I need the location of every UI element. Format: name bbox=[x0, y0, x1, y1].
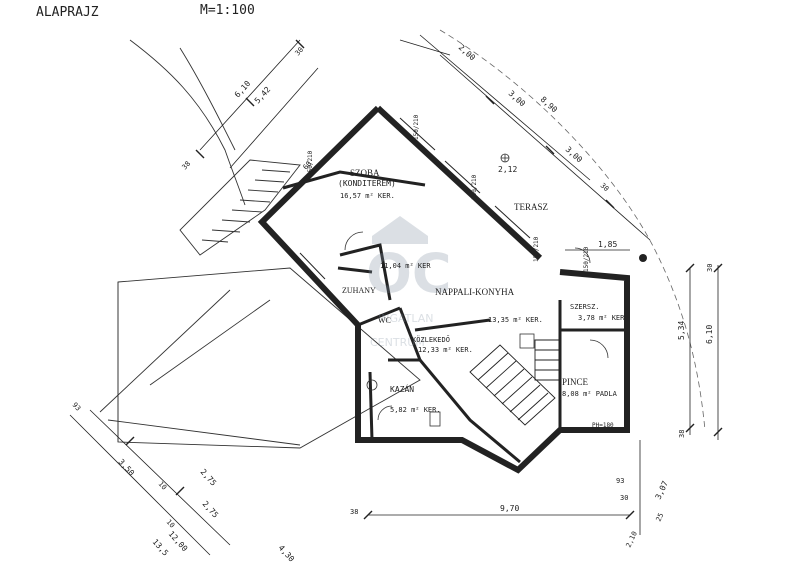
dim-bottom-left-6: 12,00 bbox=[167, 529, 190, 553]
opening-label-5: 150/210 bbox=[583, 246, 590, 272]
dim-right-3: 6,10 bbox=[705, 325, 714, 344]
dim-top-right-2: 3,00 bbox=[507, 89, 527, 109]
dim-top-right-3: 8,90 bbox=[539, 95, 559, 115]
dim-bottom-left-3: 2,75 bbox=[201, 499, 221, 519]
dim-top-left-4: 38 bbox=[181, 160, 193, 172]
room-name-wc: WC bbox=[378, 316, 391, 325]
dim-bottom-left-2: 2,75 bbox=[199, 467, 219, 487]
dim-top-right-1: 2,00 bbox=[457, 43, 477, 63]
dimension-lines bbox=[69, 34, 719, 556]
dim-bottom-2: 30 bbox=[620, 494, 628, 502]
dim-bottom-5: 25 bbox=[655, 512, 666, 523]
dim-bottom-6: 2,10 bbox=[625, 530, 639, 549]
opening-label-4: 150/210 bbox=[307, 150, 314, 176]
opening-labels: 150/210 150/210 150/210 150/210 150/210 bbox=[307, 114, 590, 272]
window-openings bbox=[294, 117, 531, 284]
dim-bottom-left-8: 4,30 bbox=[277, 543, 297, 563]
dim-bottom-1: 9,70 bbox=[500, 504, 519, 513]
column-marker bbox=[639, 254, 647, 262]
watermark-roof-icon bbox=[372, 216, 428, 244]
room-area-nappali: 13,35 m² KER. bbox=[488, 316, 543, 324]
dim-right-5: 30 bbox=[706, 264, 714, 272]
dim-bottom-left-1: 3,50 bbox=[117, 457, 137, 477]
dim-right-4: 38 bbox=[678, 430, 686, 438]
room-area-bath: 11,04 m² KER bbox=[380, 262, 431, 270]
dim-bottom-left-5: 10 bbox=[165, 518, 177, 530]
room-area-pince: 8,08 m² PADLA bbox=[562, 390, 618, 398]
watermark: OC INGATLAN CENTRUM bbox=[366, 216, 452, 349]
dimension-ticks bbox=[125, 39, 723, 520]
plan-title: ALAPRAJZ bbox=[36, 5, 99, 20]
dim-top-right-5: 30 bbox=[599, 182, 611, 194]
opening-label-2: 150/210 bbox=[471, 174, 478, 200]
dim-right-1: 1,85 bbox=[598, 240, 617, 249]
room-area-kazan: 5,82 m² KER. bbox=[390, 406, 441, 414]
room-name-szersz: SZERSZ. bbox=[570, 303, 600, 311]
room-name-kazan: KAZÁN bbox=[390, 383, 414, 394]
dim-bottom-left-7: 13,5 bbox=[151, 537, 171, 557]
room-sub-szoba: (KONDITEREM) bbox=[338, 179, 396, 188]
dim-bottom-3: 93 bbox=[616, 477, 624, 485]
dim-top-left-2: 5,42 bbox=[253, 85, 273, 105]
interior-walls bbox=[282, 170, 627, 464]
dim-top-left-1: 6,10 bbox=[233, 79, 253, 99]
room-name-kozlekedo: KÖZLEKEDŐ bbox=[412, 335, 450, 344]
room-name-zuhany: ZUHANY bbox=[342, 286, 376, 295]
dim-bottom-left-9: 93 bbox=[71, 401, 83, 413]
room-labels: SZOBA (KONDITEREM) 16,57 m² KER. 11,04 m… bbox=[338, 168, 629, 414]
terrace-arc bbox=[439, 29, 706, 431]
misc-mark: 2,12 bbox=[498, 165, 517, 174]
door-swings bbox=[344, 231, 609, 421]
watermark-line2: CENTRUM bbox=[370, 336, 425, 349]
watermark-line1: INGATLAN bbox=[378, 312, 434, 325]
room-area-szoba: 16,57 m² KER. bbox=[340, 192, 395, 200]
dim-bottom-8: PH=180 bbox=[592, 422, 614, 429]
dim-bottom-left-4: 10 bbox=[157, 480, 169, 492]
dim-top-left-5: 60 bbox=[302, 160, 314, 172]
room-name-szoba: SZOBA bbox=[350, 168, 380, 178]
room-area-szersz: 3,78 m² KER. bbox=[578, 314, 629, 322]
dim-top-left-3: 30 bbox=[294, 46, 306, 58]
plan-scale: M=1:100 bbox=[200, 3, 255, 18]
dim-bottom-4: 3,07 bbox=[654, 479, 670, 500]
watermark-letters: OC bbox=[366, 242, 452, 305]
exterior-stairs bbox=[179, 159, 301, 256]
dim-top-right-4: 3,00 bbox=[564, 145, 584, 165]
opening-label-1: 150/210 bbox=[413, 114, 420, 140]
fixtures bbox=[366, 153, 535, 427]
dim-bottom-7: 38 bbox=[350, 508, 358, 516]
interior-stairs bbox=[469, 339, 561, 426]
room-name-pince: PINCE bbox=[562, 377, 589, 387]
opening-label-3: 150/210 bbox=[533, 236, 540, 262]
room-name-terasz: TERASZ bbox=[514, 202, 548, 212]
dim-right-2: 5,34 bbox=[677, 321, 686, 340]
room-name-nappali: NAPPALI-KONYHA bbox=[435, 287, 515, 297]
room-area-kozlekedo: 12,33 m² KER. bbox=[418, 346, 473, 354]
